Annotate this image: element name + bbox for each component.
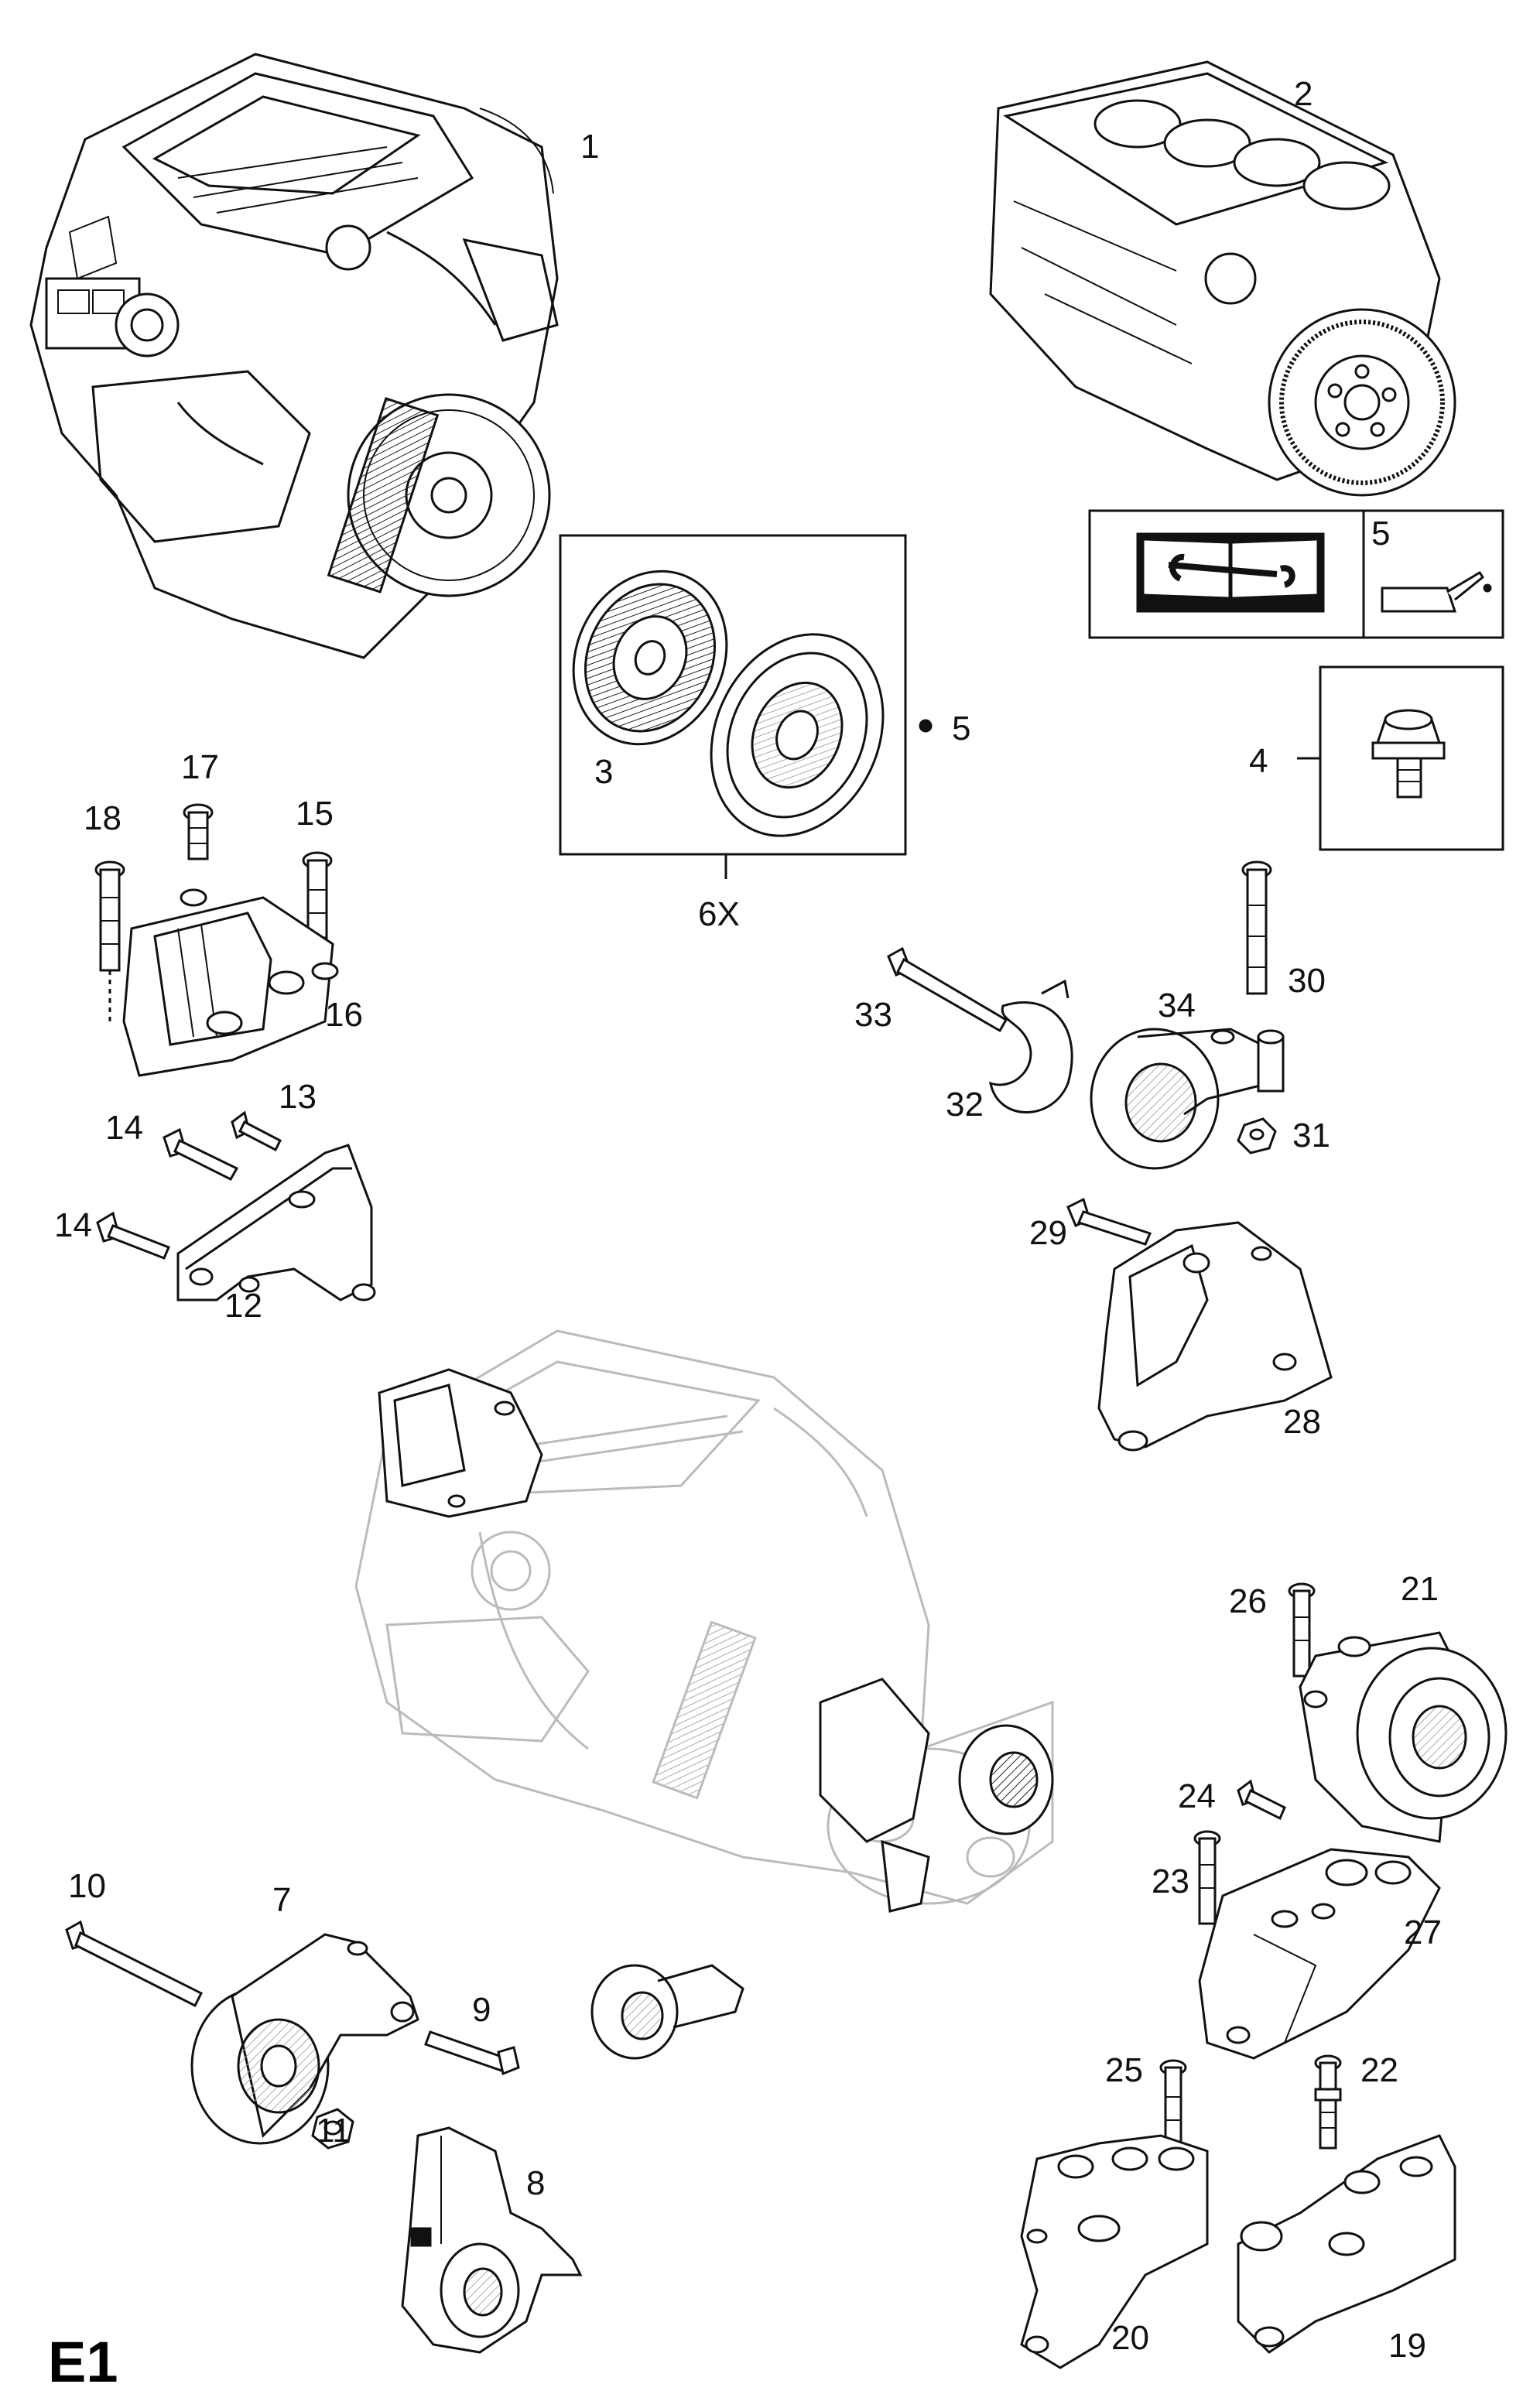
bolt-box-drawing (1297, 665, 1504, 851)
callout-1: 1 (580, 128, 600, 166)
callout-5-oil: 5 (1371, 515, 1391, 552)
callout-6x: 6X (698, 895, 740, 933)
callout-9: 9 (472, 1991, 491, 2029)
bracket-28-drawing (1066, 1197, 1333, 1452)
callout-29: 29 (1029, 1214, 1067, 1252)
callout-14-lower: 14 (54, 1206, 92, 1244)
callout-4: 4 (1249, 742, 1268, 780)
callout-31: 31 (1292, 1117, 1330, 1154)
callout-20: 20 (1111, 2319, 1149, 2357)
page-code: E1 (48, 2330, 118, 2394)
mount-7-drawing (65, 1920, 520, 2150)
callout-12: 12 (224, 1287, 262, 1325)
callout-8: 8 (526, 2164, 546, 2202)
callout-11: 11 (316, 2112, 351, 2150)
callout-32: 32 (946, 1086, 984, 1124)
callout-24: 24 (1178, 1777, 1216, 1815)
callout-30: 30 (1288, 962, 1326, 1000)
callout-13: 13 (279, 1078, 317, 1116)
bracket-8-drawing (401, 2126, 583, 2354)
bracket-19-drawing (1237, 2054, 1456, 2354)
mount-21-drawing (1237, 1582, 1508, 1843)
callout-2: 2 (1294, 75, 1313, 113)
bracket-27-drawing (1193, 1830, 1441, 2060)
short-block-drawing (989, 60, 1456, 497)
callout-26: 26 (1229, 1582, 1267, 1620)
engine-mount-16-drawing (94, 803, 339, 1077)
callout-14-upper: 14 (105, 1109, 143, 1147)
clutch-kit-drawing (559, 534, 933, 879)
callout-19: 19 (1388, 2327, 1426, 2365)
bracket-12-drawing (96, 1110, 376, 1301)
callout-25: 25 (1105, 2051, 1143, 2089)
callout-34: 34 (1158, 987, 1196, 1024)
callout-10: 10 (68, 1867, 106, 1905)
mount-34-drawing (887, 860, 1285, 1170)
callout-16: 16 (325, 996, 363, 1034)
callout-18: 18 (84, 799, 121, 837)
engine-mount-installed-drawing (378, 1368, 1054, 2060)
callout-3: 3 (594, 753, 614, 791)
callout-23: 23 (1152, 1862, 1189, 1900)
callout-21: 21 (1401, 1570, 1439, 1608)
service-box-drawing (1088, 509, 1504, 639)
callout-15: 15 (296, 795, 334, 833)
callout-28: 28 (1283, 1403, 1321, 1441)
callout-5-clutch-bolt: 5 (952, 710, 971, 747)
callout-33: 33 (854, 996, 892, 1034)
bracket-20-drawing (1020, 2059, 1209, 2369)
callout-27: 27 (1404, 1914, 1442, 1951)
callout-17: 17 (181, 748, 219, 786)
engine-assembly-drawing (29, 53, 559, 659)
callout-7: 7 (272, 1881, 292, 1919)
callout-22: 22 (1360, 2051, 1398, 2089)
